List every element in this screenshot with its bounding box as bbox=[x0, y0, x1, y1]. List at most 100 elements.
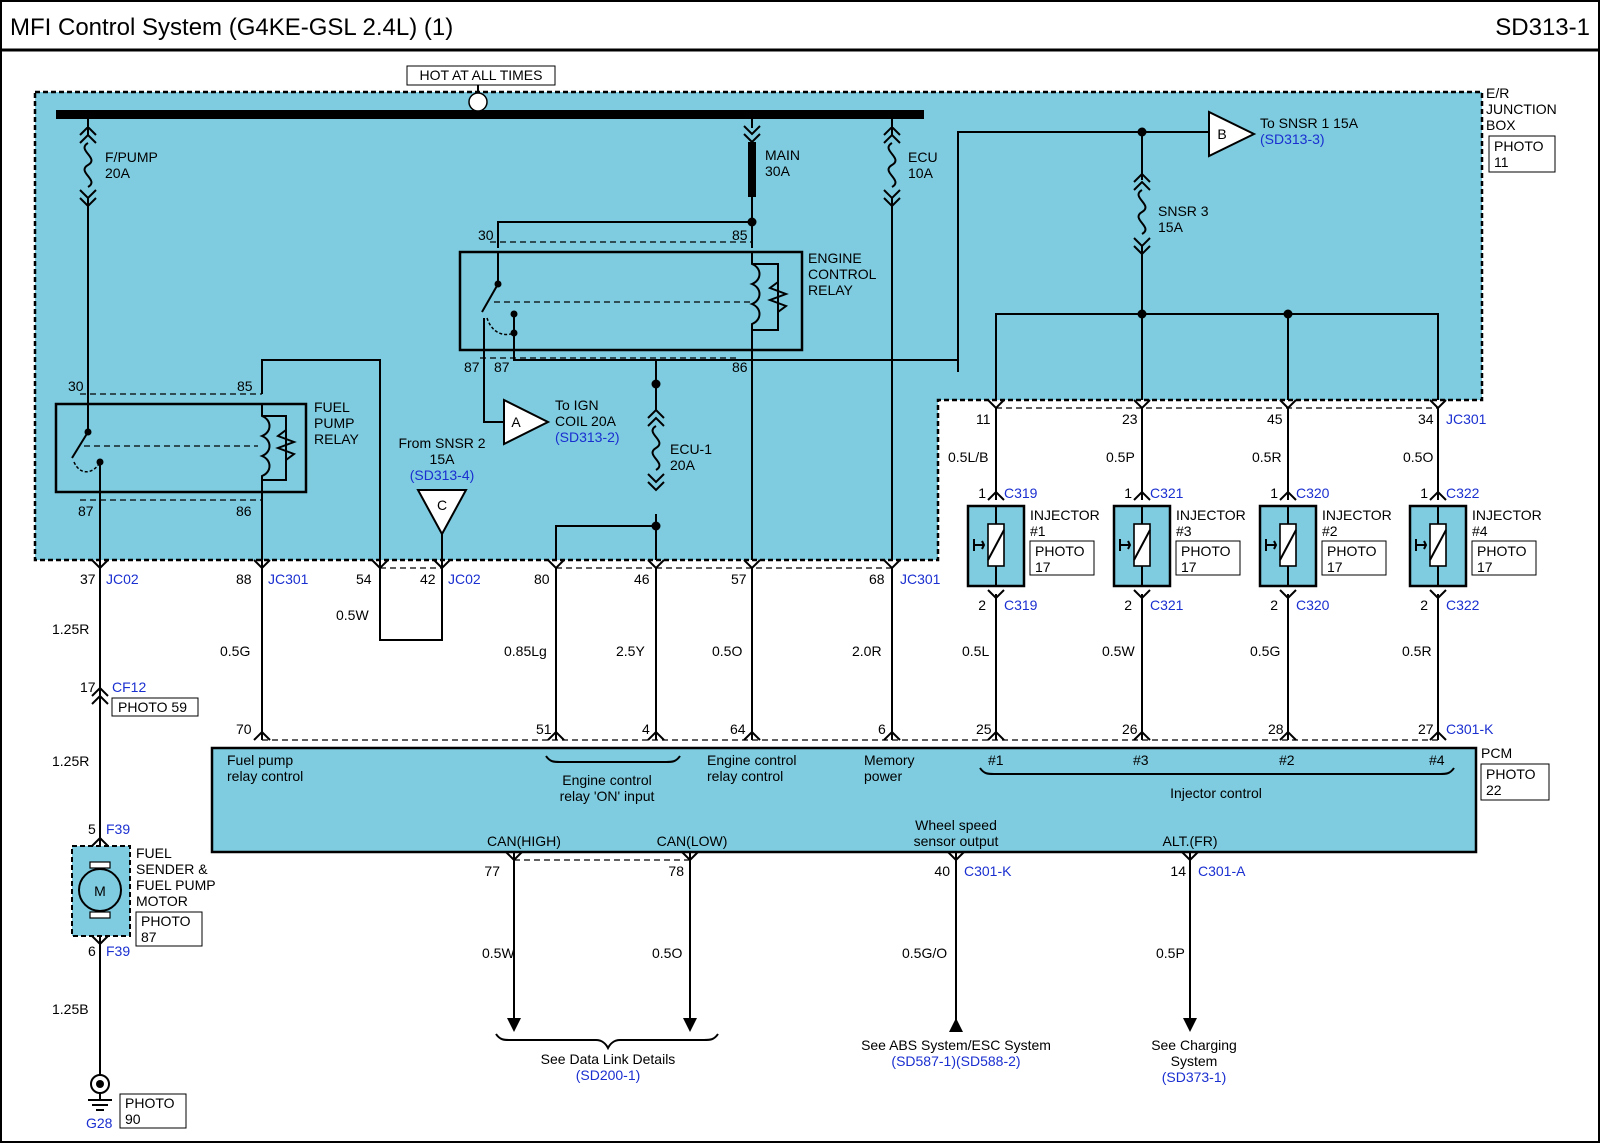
svg-text:6: 6 bbox=[878, 721, 886, 737]
svg-text:0.5G: 0.5G bbox=[1250, 643, 1280, 659]
svg-text:G28: G28 bbox=[86, 1115, 113, 1131]
svg-text:1: 1 bbox=[1124, 485, 1132, 501]
connector-b-triangle bbox=[1208, 110, 1257, 158]
svg-text:0.5W: 0.5W bbox=[482, 945, 515, 961]
svg-text:1: 1 bbox=[1420, 485, 1428, 501]
svg-text:0.5P: 0.5P bbox=[1156, 945, 1185, 961]
svg-text:0.5G: 0.5G bbox=[220, 643, 250, 659]
svg-text:#3: #3 bbox=[1176, 523, 1192, 539]
svg-text:#1: #1 bbox=[988, 752, 1004, 768]
svg-text:PHOTO: PHOTO bbox=[1181, 543, 1231, 559]
injector-wire-labels: 0.5L 0.5W 0.5G 0.5R bbox=[962, 643, 1432, 659]
svg-text:17: 17 bbox=[1035, 559, 1051, 575]
svg-text:0.5W: 0.5W bbox=[1102, 643, 1135, 659]
svg-text:27: 27 bbox=[1418, 721, 1434, 737]
svg-text:87: 87 bbox=[141, 929, 157, 945]
svg-text:15A: 15A bbox=[430, 451, 456, 467]
svg-text:86: 86 bbox=[732, 359, 748, 375]
connector-a-triangle bbox=[503, 398, 551, 446]
svg-text:JC02: JC02 bbox=[106, 571, 139, 587]
svg-text:5: 5 bbox=[88, 821, 96, 837]
connector-a-label: To IGN COIL 20A (SD313-2) bbox=[555, 397, 620, 445]
svg-text:0.5G/O: 0.5G/O bbox=[902, 945, 947, 961]
svg-text:Engine control: Engine control bbox=[707, 752, 797, 768]
svg-text:80: 80 bbox=[534, 571, 550, 587]
svg-text:sensor output: sensor output bbox=[914, 833, 999, 849]
svg-text:To SNSR 1 15A: To SNSR 1 15A bbox=[1260, 115, 1359, 131]
svg-text:(SD313-2): (SD313-2) bbox=[555, 429, 620, 445]
svg-text:0.5P: 0.5P bbox=[1106, 449, 1135, 465]
wire-color-labels: 1.25R 0.5G 0.85Lg 2.5Y 0.5O 2.0R bbox=[52, 621, 882, 659]
svg-text:2: 2 bbox=[1420, 597, 1428, 613]
svg-text:(SD200-1): (SD200-1) bbox=[576, 1067, 641, 1083]
svg-text:86: 86 bbox=[236, 503, 252, 519]
svg-text:88: 88 bbox=[236, 571, 252, 587]
svg-text:See Charging: See Charging bbox=[1151, 1037, 1237, 1053]
svg-text:MOTOR: MOTOR bbox=[136, 893, 188, 909]
svg-text:FUEL: FUEL bbox=[136, 845, 172, 861]
svg-text:C321: C321 bbox=[1150, 597, 1184, 613]
svg-text:25: 25 bbox=[976, 721, 992, 737]
svg-text:PHOTO: PHOTO bbox=[1486, 766, 1536, 782]
svg-text:relay control: relay control bbox=[227, 768, 303, 784]
svg-text:power: power bbox=[864, 768, 902, 784]
svg-text:85: 85 bbox=[732, 227, 748, 243]
svg-text:COIL 20A: COIL 20A bbox=[555, 413, 617, 429]
svg-text:ECU: ECU bbox=[908, 149, 938, 165]
svg-text:46: 46 bbox=[634, 571, 650, 587]
svg-text:78: 78 bbox=[668, 863, 684, 879]
svg-text:#4: #4 bbox=[1429, 752, 1445, 768]
svg-text:To IGN: To IGN bbox=[555, 397, 599, 413]
svg-text:#4: #4 bbox=[1472, 523, 1488, 539]
fuel-pump-relay: 30 85 87 86 FUEL PUMP RELAY bbox=[54, 378, 360, 519]
svg-text:2: 2 bbox=[978, 597, 986, 613]
svg-text:17: 17 bbox=[1181, 559, 1197, 575]
svg-text:F39: F39 bbox=[106, 943, 130, 959]
svg-text:CONTROL: CONTROL bbox=[808, 266, 877, 282]
svg-text:Fuel pump: Fuel pump bbox=[227, 752, 293, 768]
svg-text:10A: 10A bbox=[908, 165, 934, 181]
svg-text:C319: C319 bbox=[1004, 597, 1038, 613]
svg-text:F39: F39 bbox=[106, 821, 130, 837]
svg-text:45: 45 bbox=[1267, 411, 1283, 427]
svg-text:85: 85 bbox=[237, 378, 253, 394]
snsr3-circuit: B To SNSR 1 15A (SD313-3) SNSR 3 15A bbox=[957, 110, 1439, 400]
svg-text:MAIN: MAIN bbox=[765, 147, 800, 163]
svg-text:0.5L/B: 0.5L/B bbox=[948, 449, 988, 465]
svg-text:40: 40 bbox=[934, 863, 950, 879]
svg-text:PHOTO: PHOTO bbox=[125, 1095, 175, 1111]
svg-text:2: 2 bbox=[1124, 597, 1132, 613]
svg-text:87: 87 bbox=[464, 359, 480, 375]
svg-text:87: 87 bbox=[78, 503, 94, 519]
svg-text:30: 30 bbox=[68, 378, 84, 394]
svg-text:23: 23 bbox=[1122, 411, 1138, 427]
svg-text:C319: C319 bbox=[1004, 485, 1038, 501]
svg-text:34: 34 bbox=[1418, 411, 1434, 427]
svg-text:4: 4 bbox=[642, 721, 650, 737]
svg-text:C320: C320 bbox=[1296, 597, 1330, 613]
svg-text:PHOTO: PHOTO bbox=[1494, 138, 1544, 154]
svg-text:17: 17 bbox=[1327, 559, 1343, 575]
svg-text:PCM: PCM bbox=[1481, 745, 1512, 761]
svg-text:FUEL PUMP: FUEL PUMP bbox=[136, 877, 216, 893]
connector-c-group: From SNSR 2 15A (SD313-4) C bbox=[379, 435, 486, 641]
svg-text:#1: #1 bbox=[1030, 523, 1046, 539]
svg-text:30: 30 bbox=[478, 227, 494, 243]
svg-text:1.25B: 1.25B bbox=[52, 1001, 89, 1017]
svg-text:14: 14 bbox=[1170, 863, 1186, 879]
svg-text:C301-K: C301-K bbox=[964, 863, 1012, 879]
svg-text:0.5R: 0.5R bbox=[1252, 449, 1282, 465]
svg-text:INJECTOR: INJECTOR bbox=[1030, 507, 1100, 523]
svg-text:Wheel speed: Wheel speed bbox=[915, 817, 997, 833]
injector-feed-pins: 11 23 45 34 JC301 0.5L/B 0.5P 0.5R 0.5O bbox=[948, 399, 1487, 465]
svg-text:54: 54 bbox=[356, 571, 372, 587]
engine-control-relay: 30 85 87 87 86 ENGINE CONTROL RELAY bbox=[458, 217, 877, 375]
svg-text:#2: #2 bbox=[1322, 523, 1338, 539]
svg-text:E/R: E/R bbox=[1486, 85, 1509, 101]
svg-text:JC301: JC301 bbox=[900, 571, 941, 587]
svg-text:70: 70 bbox=[236, 721, 252, 737]
svg-text:M: M bbox=[94, 883, 106, 899]
svg-text:17: 17 bbox=[1477, 559, 1493, 575]
